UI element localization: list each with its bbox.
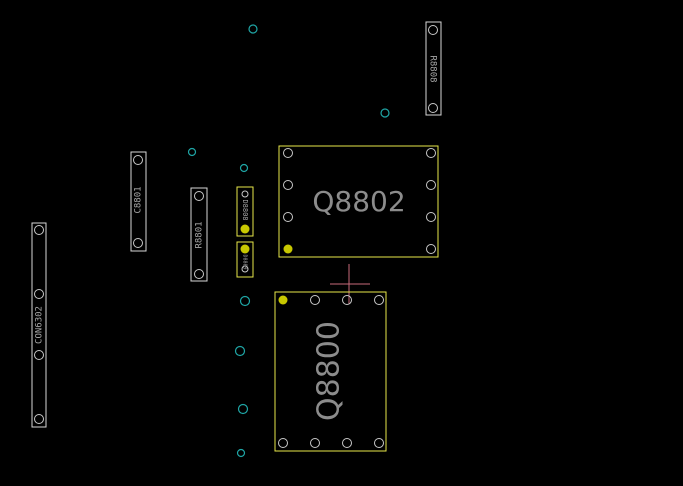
- via-group: [187, 24, 390, 458]
- via[interactable]: [187, 147, 197, 157]
- pad[interactable]: [133, 155, 143, 165]
- pin1-pad[interactable]: [240, 224, 250, 234]
- pad[interactable]: [428, 103, 438, 113]
- via[interactable]: [239, 295, 251, 307]
- ref-designator: D8809: [242, 254, 248, 269]
- component-outline: [130, 151, 147, 252]
- pin1-pad[interactable]: [240, 244, 250, 254]
- component-outline: [236, 241, 254, 278]
- component-c8801[interactable]: C8801: [130, 151, 147, 252]
- pad[interactable]: [310, 438, 320, 448]
- pad[interactable]: [374, 438, 384, 448]
- pad[interactable]: [426, 212, 436, 222]
- ref-designator: CON6302: [35, 306, 45, 344]
- component-outline: [425, 21, 442, 116]
- pad[interactable]: [283, 212, 293, 222]
- pad[interactable]: [374, 295, 384, 305]
- via[interactable]: [248, 24, 258, 34]
- via[interactable]: [236, 448, 246, 458]
- component-con6302[interactable]: CON6302: [31, 222, 47, 428]
- ref-designator: R8801: [195, 221, 205, 248]
- ref-designator: R8808: [428, 55, 438, 82]
- via[interactable]: [234, 345, 246, 357]
- pin1-pad[interactable]: [278, 295, 288, 305]
- pad[interactable]: [283, 148, 293, 158]
- pad[interactable]: [342, 438, 352, 448]
- pad[interactable]: [278, 438, 288, 448]
- component-outline: [31, 222, 47, 428]
- ref-designator: C8801: [134, 186, 144, 213]
- pad[interactable]: [34, 225, 44, 235]
- pad[interactable]: [34, 289, 44, 299]
- pad[interactable]: [426, 148, 436, 158]
- pad[interactable]: [194, 269, 204, 279]
- component-r8801[interactable]: R8801: [190, 187, 208, 282]
- pad[interactable]: [310, 295, 320, 305]
- pad[interactable]: [194, 191, 204, 201]
- component-q8802[interactable]: Q8802: [278, 145, 439, 258]
- component-r8808[interactable]: R8808: [425, 21, 442, 116]
- crosshair-marker: [330, 264, 370, 304]
- pad[interactable]: [241, 190, 249, 198]
- component-outline: [278, 145, 439, 258]
- component-q8800[interactable]: Q8800: [274, 291, 387, 452]
- component-outline: [274, 291, 387, 452]
- pad[interactable]: [34, 414, 44, 424]
- component-outline: [190, 187, 208, 282]
- pad[interactable]: [426, 180, 436, 190]
- ref-designator: Q8802: [312, 185, 405, 218]
- pad[interactable]: [342, 295, 352, 305]
- pad[interactable]: [241, 265, 249, 273]
- pad[interactable]: [283, 180, 293, 190]
- ref-designator: D8808: [241, 199, 249, 220]
- via[interactable]: [239, 163, 249, 173]
- component-d8809[interactable]: D8809: [236, 241, 254, 278]
- via[interactable]: [237, 403, 249, 415]
- pad[interactable]: [426, 244, 436, 254]
- via[interactable]: [380, 108, 390, 118]
- ref-designator: Q8800: [312, 321, 347, 421]
- pad[interactable]: [428, 25, 438, 35]
- component-d8808[interactable]: D8808: [236, 186, 254, 237]
- pin1-pad[interactable]: [283, 244, 293, 254]
- pad[interactable]: [133, 238, 143, 248]
- pad[interactable]: [34, 350, 44, 360]
- component-outline: [236, 186, 254, 237]
